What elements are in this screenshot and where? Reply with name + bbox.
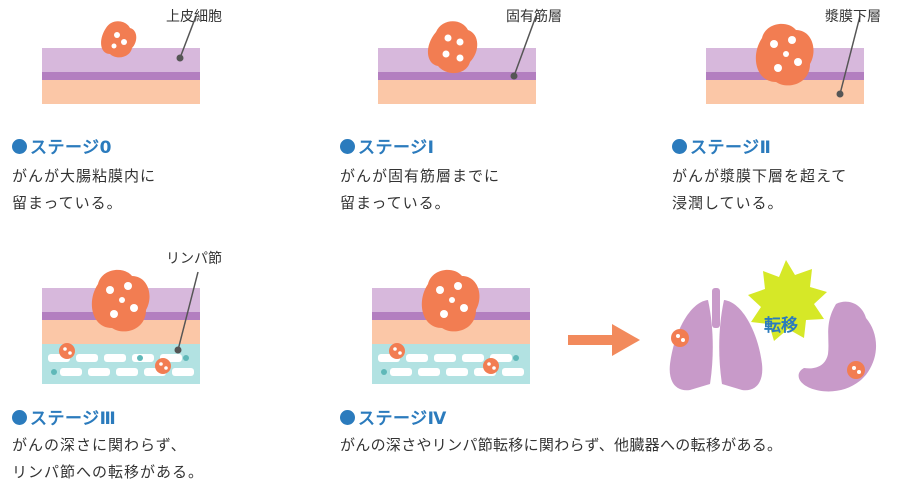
stage-heading: ステージⅣ	[340, 404, 447, 429]
stage-heading: ステージⅡ	[672, 133, 771, 158]
metastasis-burst-icon	[748, 260, 827, 341]
subserosa-layer	[378, 80, 536, 104]
tumor	[427, 21, 478, 74]
layer-label: 固有筋層	[506, 9, 562, 25]
distant-organs-illustration	[669, 260, 877, 392]
stage-1-illustration	[378, 15, 537, 104]
metastasis-label: 転移	[764, 316, 798, 336]
stage-description: がんが漿膜下層を超えて 浸潤している。	[672, 167, 848, 212]
bullet-dot	[12, 139, 27, 154]
stage-description: がんの深さやリンパ節転移に関わらず、他臓器への転移がある。	[340, 436, 783, 454]
stage-heading: ステージ0	[12, 133, 112, 158]
stage-description: がんが大腸粘膜内に 留まっている。	[12, 167, 157, 212]
stage-description: がんの深さに関わらず、 リンパ節への転移がある。	[12, 436, 205, 481]
stomach-icon	[798, 301, 877, 392]
stage-0-illustration	[42, 15, 200, 104]
metastasis-cell	[671, 329, 689, 347]
stage-2-illustration	[706, 15, 864, 104]
bullet-dot	[340, 410, 355, 425]
stage-description: がんが固有筋層までに 留まっている。	[340, 167, 501, 212]
stage-heading: ステージⅠ	[340, 133, 435, 158]
metastasis-cell	[155, 358, 171, 374]
label-pointer	[839, 15, 861, 95]
metastasis-cell	[847, 361, 865, 379]
bullet-dot	[12, 410, 27, 425]
lymph-layer	[372, 344, 530, 384]
stage-3-illustration	[42, 269, 200, 384]
subserosa-layer	[42, 80, 200, 104]
bullet-dot	[340, 139, 355, 154]
label-pointer	[513, 15, 537, 77]
metastasis-cell	[59, 343, 75, 359]
metastasis-cell	[483, 358, 499, 374]
bullet-dot	[672, 139, 687, 154]
muscle-layer	[42, 72, 200, 80]
label-pointer	[177, 271, 199, 351]
layer-label: 漿膜下層	[825, 9, 881, 25]
metastasis-cell	[389, 343, 405, 359]
lungs-icon	[669, 288, 763, 391]
progression-arrow-icon	[568, 324, 640, 356]
stage-heading: ステージⅢ	[12, 404, 116, 429]
tumor	[101, 21, 137, 58]
layer-label: 上皮細胞	[166, 9, 222, 25]
label-pointer	[179, 15, 197, 59]
stage-4-tissue-illustration	[372, 269, 530, 384]
muscle-layer	[378, 72, 536, 80]
layer-label: リンパ節	[166, 251, 222, 267]
